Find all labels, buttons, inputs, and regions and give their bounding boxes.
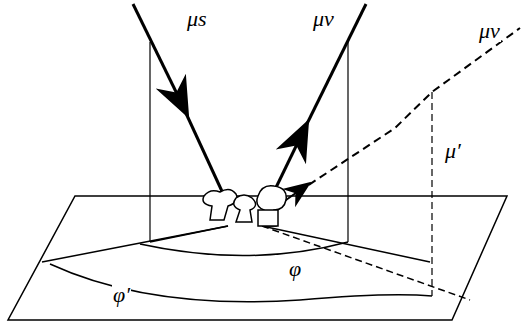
phi-prime-arc — [50, 264, 432, 302]
sun-drop-line — [149, 42, 150, 242]
relative-azimuth-prime-label: φ′ — [112, 284, 131, 306]
phi-arc — [140, 242, 348, 256]
vegetation — [203, 186, 286, 226]
view-zenith-label: μv — [312, 8, 335, 30]
view-ray — [298, 4, 366, 142]
view-prime-zenith-label: μv — [478, 20, 501, 42]
sun-ray — [133, 4, 180, 100]
sun-zenith-label: μs — [186, 8, 208, 30]
view-projection-dashed — [262, 226, 470, 300]
sun-ray — [178, 96, 226, 200]
view-prime-drop-line — [431, 92, 432, 296]
sun-projection — [150, 226, 228, 242]
view-prime-cosine-label: μ′ — [444, 140, 462, 162]
azimuth-line — [42, 226, 228, 262]
view-drop-line — [347, 40, 348, 242]
relative-azimuth-label: φ — [288, 258, 302, 280]
view-prime-ray — [298, 28, 520, 192]
